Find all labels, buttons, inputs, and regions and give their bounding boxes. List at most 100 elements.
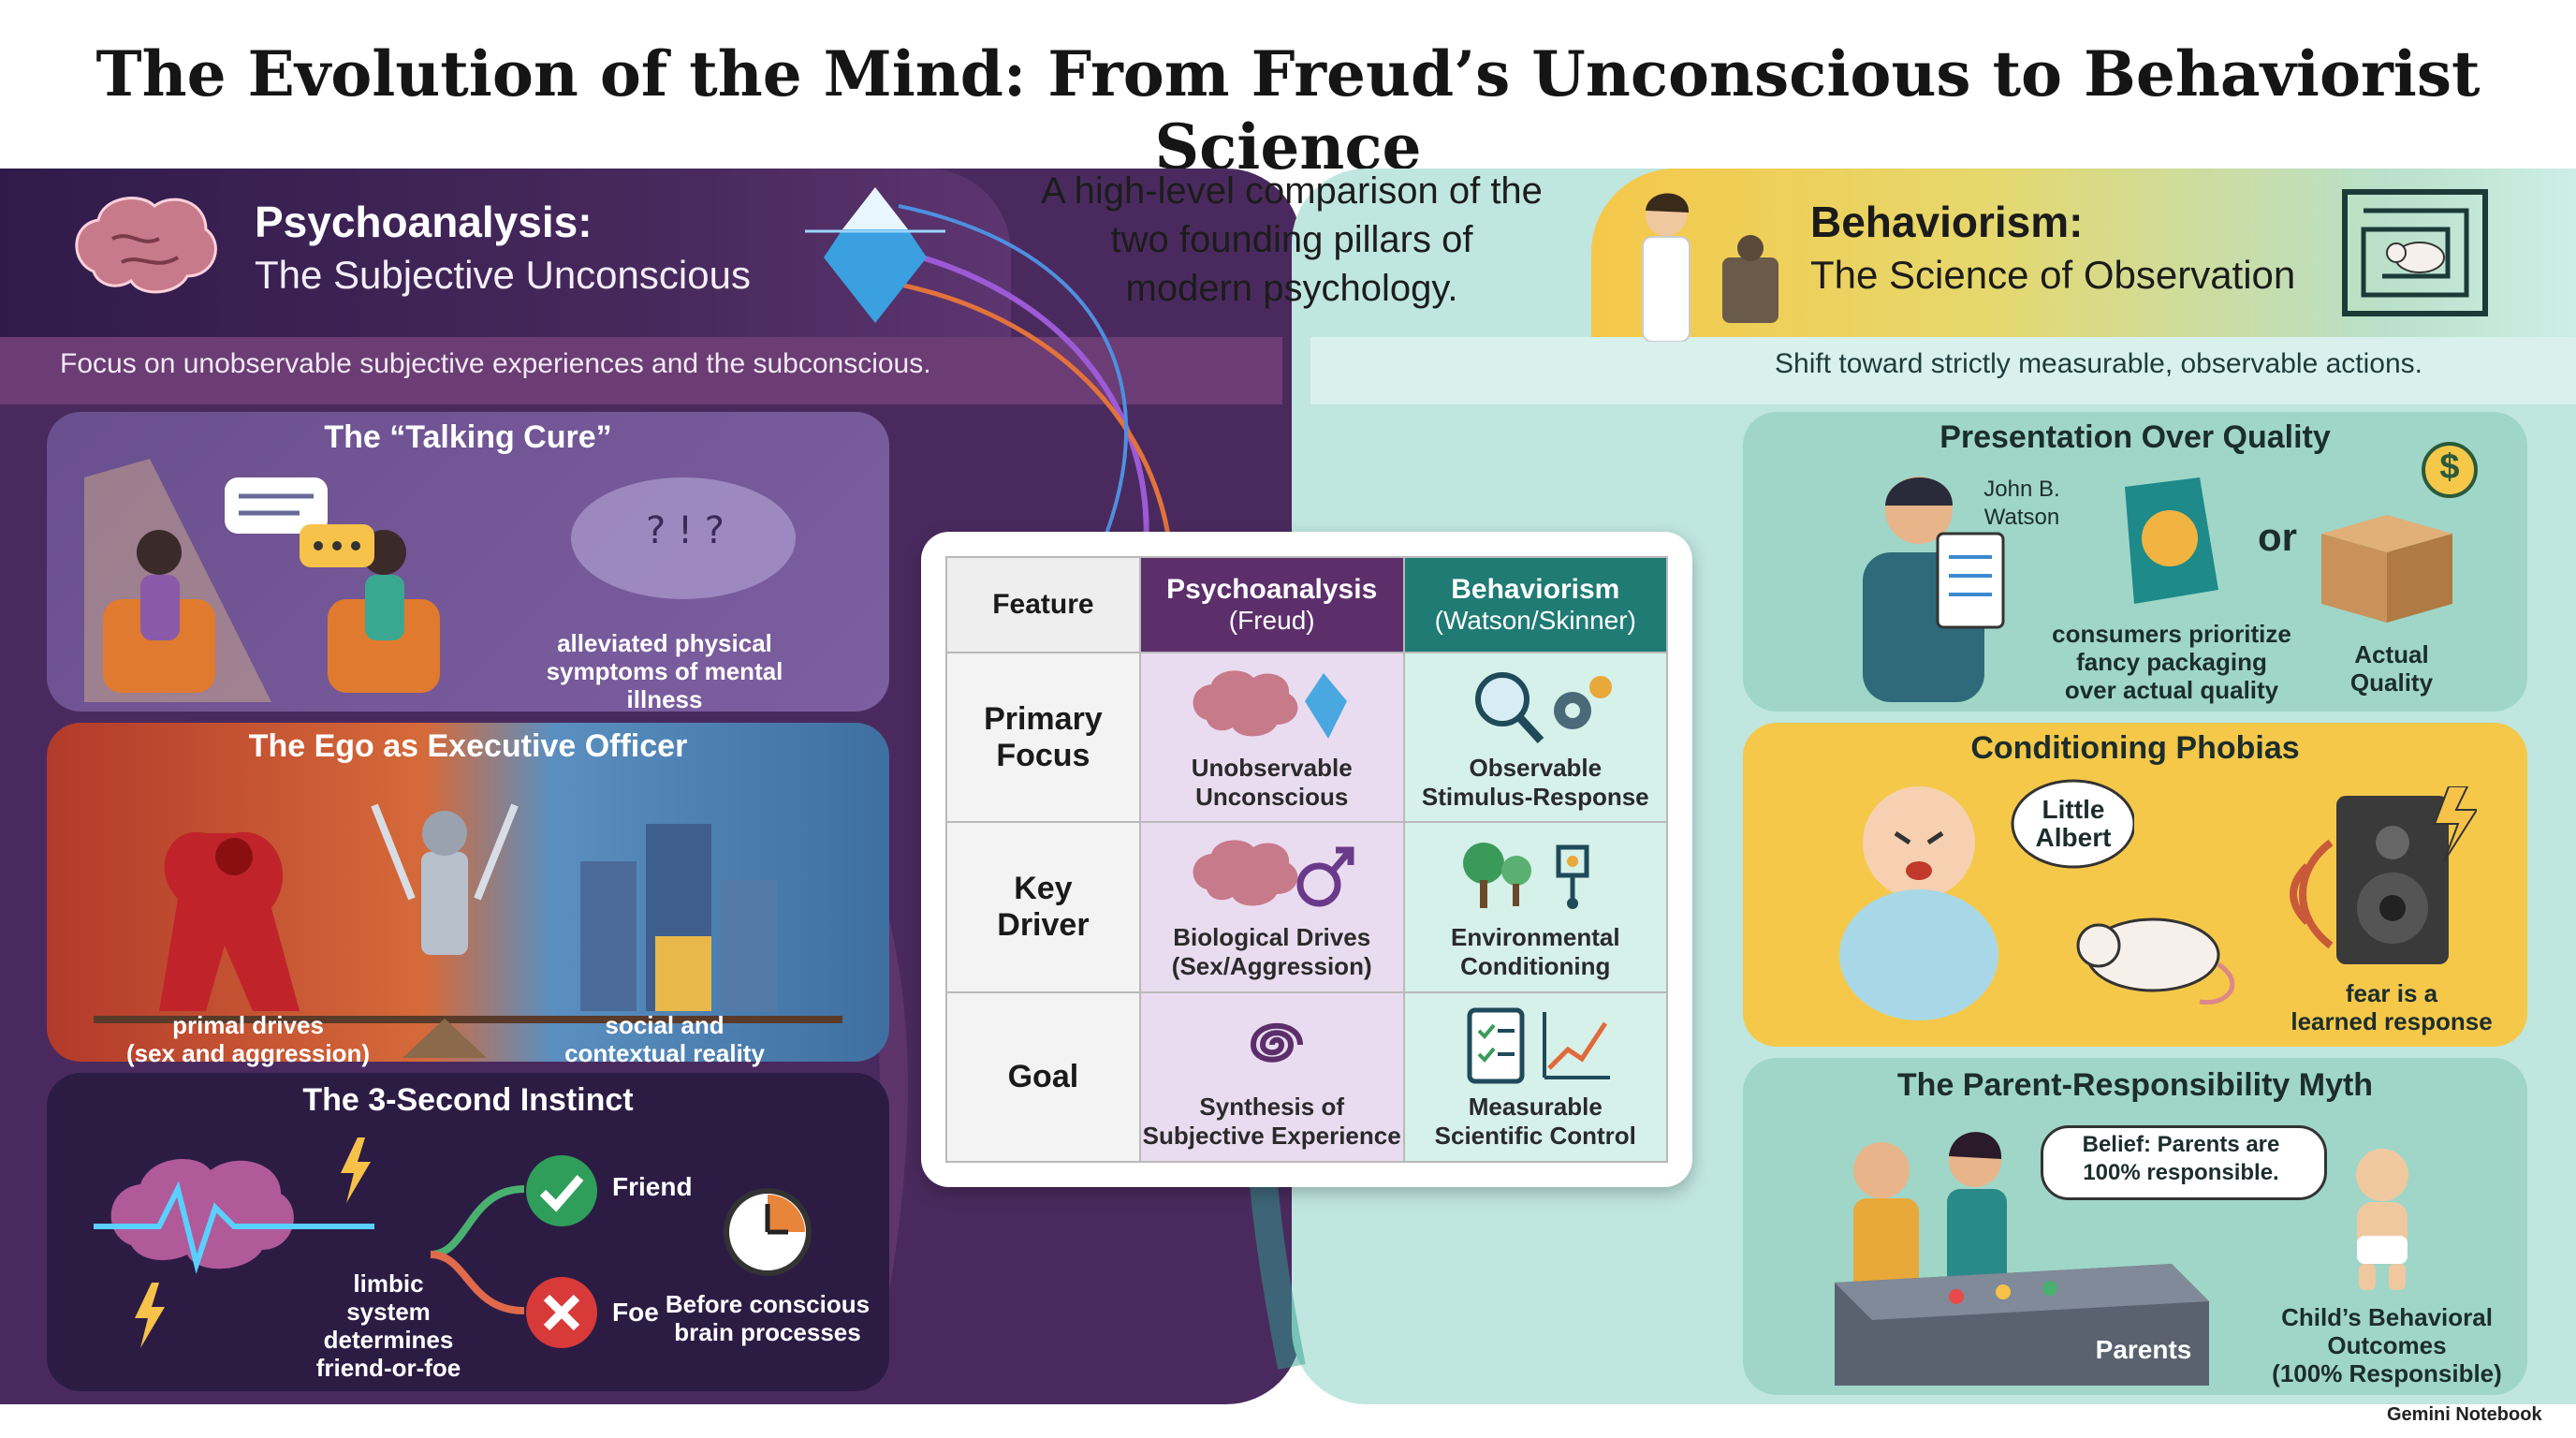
parent-myth-title: The Parent-Responsibility Myth <box>1896 1067 2374 1103</box>
dollar-icon <box>2422 442 2478 498</box>
cell-line: Scientific Control <box>1434 1122 1636 1151</box>
psychoanalysis-heading: Psychoanalysis: <box>255 198 593 246</box>
row-behaviorism-cell: Environmental Conditioning <box>1402 821 1669 993</box>
row-psychoanalysis-cell: Synthesis of Subjective Experience <box>1138 990 1405 1164</box>
caption-line: brain processes <box>674 1318 861 1346</box>
clock-icon <box>724 1188 812 1276</box>
caption-line: system <box>346 1298 431 1326</box>
rat-icon <box>2076 917 2235 1005</box>
caption-line: (sex and aggression) <box>125 1039 371 1067</box>
header-behaviorism: Behaviorism (Watson/Skinner) <box>1402 556 1669 653</box>
lightning-icon <box>341 1137 371 1203</box>
before-conscious-caption: Before conscious brain processes <box>655 1290 880 1346</box>
caption-line: Albert <box>2035 823 2112 852</box>
thought-cloud-icon: ? ! ? <box>571 477 796 599</box>
check-icon <box>526 1155 597 1226</box>
watson-illustration <box>1863 477 2005 702</box>
ego-left-caption: primal drives (sex and aggression) <box>112 1011 384 1067</box>
caption-line: determines <box>323 1326 454 1354</box>
foe-label: Foe <box>612 1298 659 1327</box>
caption-line: symptoms of mental illness <box>546 657 783 713</box>
maze-rat-icon <box>2342 189 2488 316</box>
scientist-icon <box>1642 193 1778 342</box>
cell-line: Primary <box>984 700 1103 737</box>
psychoanalysis-subheading: The Subjective Unconscious <box>255 253 751 297</box>
subtitle-line: modern psychology. <box>1125 268 1458 309</box>
subtitle-line: two founding pillars of <box>1110 219 1473 260</box>
iceberg-icon <box>805 187 945 323</box>
child-icon <box>2356 1149 2408 1290</box>
caption-line: alleviated physical <box>557 629 772 657</box>
little-albert-label: Little Albert <box>2012 796 2134 852</box>
baby-icon <box>1839 786 1998 1020</box>
cell-line: Unobservable <box>1191 753 1353 782</box>
caption-line: Quality <box>2349 668 2434 697</box>
or-label: or <box>2258 515 2297 559</box>
caption-line: Watson <box>1983 505 2060 530</box>
sound-waves-icon <box>2290 839 2334 949</box>
behaviorism-focus: Shift toward strictly measurable, observ… <box>1775 348 2422 379</box>
caption-line: Belief: Parents are <box>2082 1132 2280 1157</box>
spiral-icon <box>1250 1023 1303 1064</box>
cell-line: Driver <box>997 906 1090 943</box>
friend-label: Friend <box>612 1172 693 1201</box>
limbic-caption: limbic system determines friend-or-foe <box>300 1269 477 1382</box>
caption-line: John B. <box>1983 477 2060 502</box>
watson-label: John B. Watson <box>1966 476 2078 532</box>
thought-bubble-icon <box>2011 779 2134 869</box>
ego-title: The Ego as Executive Officer <box>248 728 688 764</box>
ego-right-caption: social and contextual reality <box>543 1011 786 1067</box>
subtitle-line: A high-level comparison of the <box>1041 170 1543 212</box>
packaging-caption: consumers prioritize fancy packaging ove… <box>2041 620 2303 704</box>
caption-line: contextual reality <box>564 1039 765 1067</box>
belief-bubble <box>2041 1125 2327 1200</box>
behaviorism-subheading: The Science of Observation <box>1810 253 2296 297</box>
caption-line: primal drives <box>172 1011 324 1039</box>
table-header-row: Feature Psychoanalysis (Freud) Behaviori… <box>945 556 1669 653</box>
brain-pulse-icon <box>94 1159 374 1274</box>
comparison-table-card: Feature Psychoanalysis (Freud) Behaviori… <box>921 532 1692 1187</box>
cell-line: Subjective Experience <box>1142 1122 1401 1151</box>
caption-line: friend-or-foe <box>315 1354 461 1382</box>
cell-line: Unconscious <box>1195 782 1349 811</box>
caption-line: Outcomes <box>2327 1331 2447 1359</box>
talking-cure-caption: alleviated physical symptoms of mental i… <box>505 629 824 713</box>
caption-line: 100% responsible. <box>2083 1160 2279 1185</box>
caption-line: fear is a <box>2345 979 2438 1007</box>
cell-line: Biological Drives <box>1173 922 1371 951</box>
row-psychoanalysis-cell: Biological Drives (Sex/Aggression) <box>1138 821 1405 993</box>
footer-brand: Gemini Notebook <box>2387 1404 2542 1425</box>
row-feature: Goal <box>945 990 1141 1164</box>
instinct-title: The 3-Second Instinct <box>302 1082 634 1118</box>
comparison-table: Feature Psychoanalysis (Freud) Behaviori… <box>945 556 1669 1164</box>
header-psychoanalysis: Psychoanalysis (Freud) <box>1138 556 1405 653</box>
row-behaviorism-cell: Measurable Scientific Control <box>1402 990 1669 1164</box>
behaviorism-focus-bar <box>1310 337 2576 404</box>
cell-line: (Sex/Aggression) <box>1171 951 1372 980</box>
row-feature: Key Driver <box>945 821 1141 993</box>
caption-line: Before conscious <box>665 1290 871 1318</box>
lightning-icon <box>135 1283 165 1348</box>
header-line: (Freud) <box>1228 606 1315 635</box>
caption-line: learned response <box>2291 1007 2493 1035</box>
dollar-symbol: $ <box>2439 448 2460 487</box>
header-line: Psychoanalysis <box>1166 574 1378 605</box>
fear-caption: fear is a learned response <box>2284 979 2499 1035</box>
speaker-icon <box>2336 786 2477 964</box>
ego-balance-illustration <box>94 803 842 1058</box>
caption-line: limbic <box>353 1269 424 1298</box>
svg-text:? ! ?: ? ! ? <box>646 509 724 552</box>
cell-line: Goal <box>1007 1058 1079 1094</box>
belief-caption: Belief: Parents are 100% responsible. <box>2041 1131 2321 1187</box>
caption-line: Actual <box>2354 640 2429 668</box>
talking-cure-title: The “Talking Cure” <box>324 419 612 455</box>
psychoanalysis-focus: Focus on unobservable subjective experie… <box>60 348 931 379</box>
cell-line: Key <box>1014 870 1073 906</box>
fancy-package-icon <box>2125 477 2218 604</box>
header-line: (Watson/Skinner) <box>1434 606 1636 635</box>
clipboard-chart-icon <box>1467 1007 1611 1084</box>
parents-label: Parents <box>2095 1335 2192 1364</box>
caption-line: Little <box>2042 795 2105 824</box>
outcome-caption: Child’s Behavioral Outcomes (100% Respon… <box>2247 1303 2527 1387</box>
tree-network-icon <box>1463 842 1589 909</box>
